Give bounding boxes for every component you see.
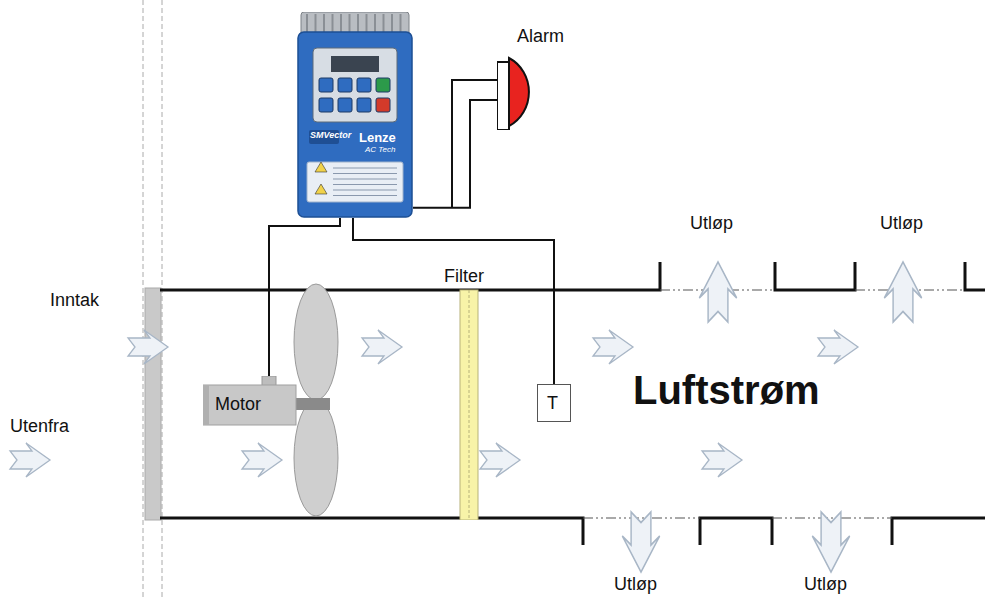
temperature-sensor: T — [537, 384, 571, 422]
outlet-opening — [772, 517, 892, 518]
model-name: SMVector — [310, 130, 351, 140]
intake-grille — [145, 288, 161, 520]
fan-blade — [294, 400, 338, 516]
motor-box: Motor — [203, 376, 297, 426]
outlet-opening — [583, 517, 700, 518]
duct-wall — [160, 262, 985, 290]
motor-label: Motor — [215, 394, 261, 415]
signal-wire — [353, 218, 554, 384]
flow-arrows — [10, 262, 922, 572]
filter-element: Filter — [440, 266, 498, 520]
airflow-label: Luftstrøm — [633, 368, 820, 413]
outlet-label: Utløp — [880, 213, 923, 234]
frequency-drive: SMVector LenzeAC Tech — [297, 12, 413, 218]
signal-wire — [269, 218, 340, 376]
fan-shaft — [294, 398, 330, 410]
outside-label: Utenfra — [10, 416, 69, 437]
alarm-label: Alarm — [517, 26, 564, 47]
fan-blade — [294, 284, 338, 400]
outlet-label: Utløp — [804, 574, 847, 595]
brand-subname: AC Tech — [365, 145, 395, 154]
intake-label: Inntak — [50, 290, 99, 311]
guide-line — [143, 0, 144, 599]
signal-wire — [413, 100, 497, 208]
brand-name: Lenze — [359, 130, 396, 145]
filter-element-shape — [440, 266, 498, 520]
filter-label: Filter — [444, 266, 484, 287]
duct-wall — [160, 518, 985, 545]
guide-line — [162, 0, 163, 599]
outlet-label: Utløp — [690, 213, 733, 234]
alarm-bell: Alarm — [497, 26, 569, 130]
sensor-label: T — [547, 393, 558, 414]
outlet-label: Utløp — [614, 574, 657, 595]
frequency-drive-shape — [297, 12, 413, 218]
